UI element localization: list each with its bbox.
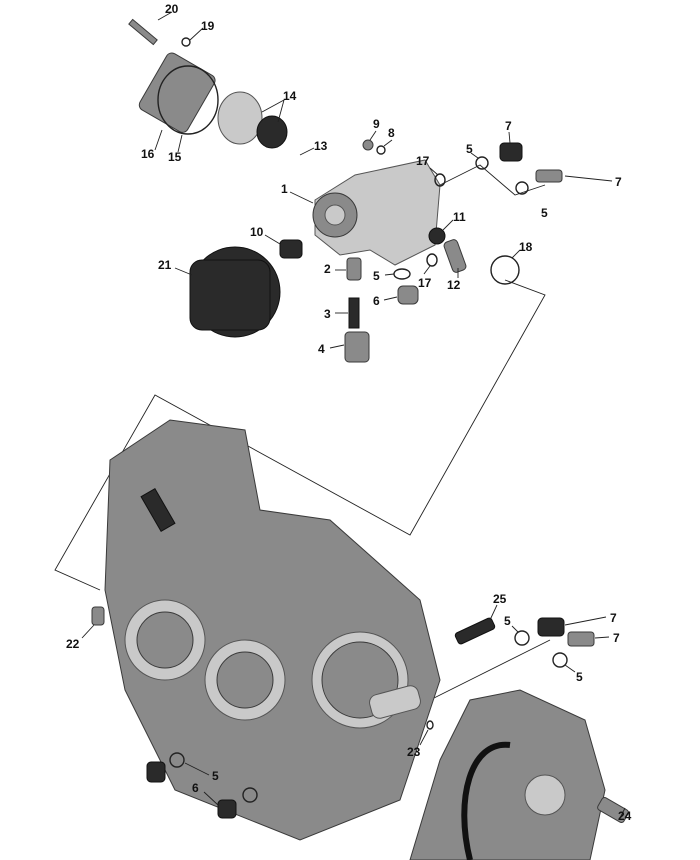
callout-7: 7 [615, 175, 622, 189]
bolt-20 [128, 18, 158, 46]
plug-6b-upper [146, 761, 166, 783]
sleeve-12 [443, 239, 467, 273]
oring-17b [426, 253, 438, 267]
gasket-15 [157, 65, 219, 135]
callout-14: 14 [283, 89, 297, 103]
spring-3 [348, 297, 360, 329]
callout-5: 5 [541, 206, 548, 220]
callout-22: 22 [66, 637, 80, 651]
oring-19 [181, 37, 191, 47]
oring-5f-lower [242, 787, 258, 803]
oil-pump-housing-1 [312, 159, 441, 266]
fitting-10 [279, 239, 303, 259]
fitting-7d [567, 631, 595, 647]
oring-5a [475, 156, 489, 170]
assembly-line-sensors [419, 639, 551, 706]
assembly-line-upper-fittings [439, 164, 546, 196]
leader-lines [81, 11, 626, 819]
oring-5b [515, 181, 529, 195]
callout-9: 9 [373, 117, 380, 131]
callout-6: 6 [373, 294, 380, 308]
plug-4 [344, 331, 370, 363]
callout-11: 11 [453, 210, 466, 224]
callout-7: 7 [613, 631, 620, 645]
oring-5c [393, 268, 411, 280]
callout-5: 5 [504, 614, 511, 628]
plug-6b-lower [217, 799, 237, 819]
assembly-line-oil-pump [54, 279, 546, 591]
callout-8: 8 [388, 126, 395, 140]
callout-18: 18 [519, 240, 533, 254]
sensor-25 [454, 617, 496, 645]
oring-5f-upper [169, 752, 185, 768]
engine-block [104, 419, 441, 841]
rotor-inner-14 [256, 115, 288, 149]
plug-6a [397, 285, 419, 305]
callout-16: 16 [141, 147, 155, 161]
callout-15: 15 [168, 150, 182, 164]
fitting-7b [535, 169, 563, 183]
callout-3: 3 [324, 307, 331, 321]
callout-7: 7 [505, 119, 512, 133]
callout-17: 17 [418, 276, 432, 290]
plug-22 [91, 606, 105, 626]
callout-25: 25 [493, 592, 507, 606]
callout-13: 13 [314, 139, 328, 153]
callout-5: 5 [466, 142, 473, 156]
cover-side [409, 689, 606, 860]
callout-5: 5 [576, 670, 583, 684]
oring-8 [376, 145, 386, 155]
oring-17a [434, 173, 446, 187]
plug-9 [362, 139, 374, 151]
callout-17: 17 [416, 154, 430, 168]
callout-5: 5 [212, 769, 219, 783]
oring-5e [552, 652, 568, 668]
oil-filter-21 [189, 246, 281, 338]
callout-23: 23 [407, 745, 421, 759]
callout-19: 19 [201, 19, 215, 33]
callout-20: 20 [165, 2, 179, 16]
callout-5: 5 [373, 269, 380, 283]
oring-23 [426, 720, 434, 730]
callout-7: 7 [610, 611, 617, 625]
fitting-7c [537, 617, 565, 637]
oring-18 [490, 255, 520, 285]
piston-2 [346, 257, 362, 281]
callout-1: 1 [281, 182, 288, 196]
callout-24: 24 [618, 809, 632, 823]
cover-16 [138, 52, 216, 133]
oring-5d [514, 630, 530, 646]
oring-11 [428, 227, 446, 245]
callout-labels: 20 19 14 13 16 15 9 8 7 5 17 7 5 1 10 11… [66, 2, 632, 823]
callout-12: 12 [447, 278, 461, 292]
callout-2: 2 [324, 262, 331, 276]
rotor-outer-14 [217, 91, 263, 145]
callout-4: 4 [318, 342, 325, 356]
callout-10: 10 [250, 225, 264, 239]
callout-6: 6 [192, 781, 199, 795]
callout-21: 21 [158, 258, 172, 272]
fitting-7a [499, 142, 523, 162]
